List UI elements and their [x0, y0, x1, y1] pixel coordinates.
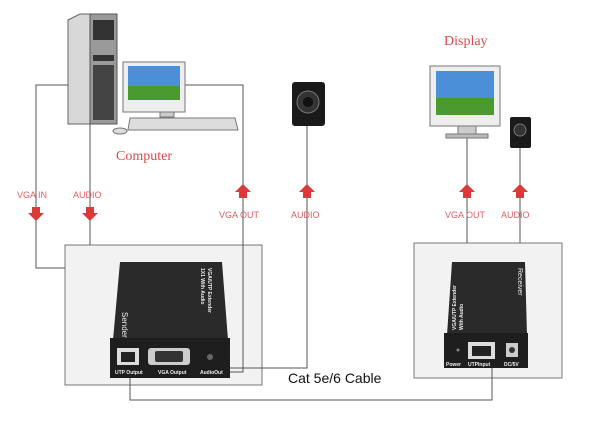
receiver-side-text: Receiver	[516, 268, 523, 296]
receiver-top-text-1: VGA/UTP Extender	[452, 285, 458, 330]
display-monitor-icon	[429, 65, 501, 139]
power-led-icon	[456, 348, 460, 352]
sender-top-text-2: 1X1 With Audio	[199, 268, 205, 304]
computer-monitor-icon	[112, 61, 239, 135]
arrow-up-icon	[299, 184, 315, 198]
receiver-vga-out-label: VGA OUT	[445, 210, 486, 220]
arrows	[28, 184, 528, 221]
computer-tower-icon	[67, 13, 118, 125]
audio-out-wire	[215, 125, 308, 369]
receiver-port-dc: DC/5V	[504, 362, 519, 368]
sender-top-text-1: VGA/UTP Extender	[206, 268, 212, 313]
receiver-top-text-2: With Audio	[459, 304, 465, 330]
sender-port-utp: UTP Output	[115, 370, 143, 376]
arrow-up-icon	[459, 184, 475, 198]
display-speaker-icon	[510, 117, 531, 148]
audio-in-label: AUDIO	[73, 190, 102, 200]
audio-jack-icon	[207, 354, 213, 360]
receiver-audio-label: AUDIO	[501, 210, 530, 220]
arrow-down-icon	[28, 207, 44, 221]
receiver-port-power: Power	[446, 362, 461, 368]
computer-title: Computer	[116, 149, 172, 164]
display-title: Display	[444, 34, 488, 49]
arrow-up-icon	[235, 184, 251, 198]
sender-audio-label: AUDIO	[291, 210, 320, 220]
arrow-up-icon	[512, 184, 528, 198]
sender-side-text: Sender	[120, 312, 129, 338]
receiver-device: Power UTPInput DC/5V VGA/UTP Extender Wi…	[444, 262, 528, 368]
vga-in-wire	[35, 84, 70, 269]
cat-cable-wire	[129, 365, 493, 401]
vga-in-label: VGA IN	[17, 190, 47, 200]
arrow-down-icon	[82, 207, 98, 221]
wires	[35, 84, 521, 401]
sender-port-audio: AudioOut	[200, 370, 223, 376]
receiver-port-utp: UTPInput	[468, 362, 491, 368]
sender-vga-out-label: VGA OUT	[219, 210, 260, 220]
sender-device: UTP Output VGA Output AudioOut VGA/UTP E…	[110, 262, 230, 378]
cable-label: Cat 5e/6 Cable	[288, 370, 382, 386]
sender-port-vga: VGA Output	[158, 370, 187, 376]
speaker-icon	[292, 82, 325, 126]
